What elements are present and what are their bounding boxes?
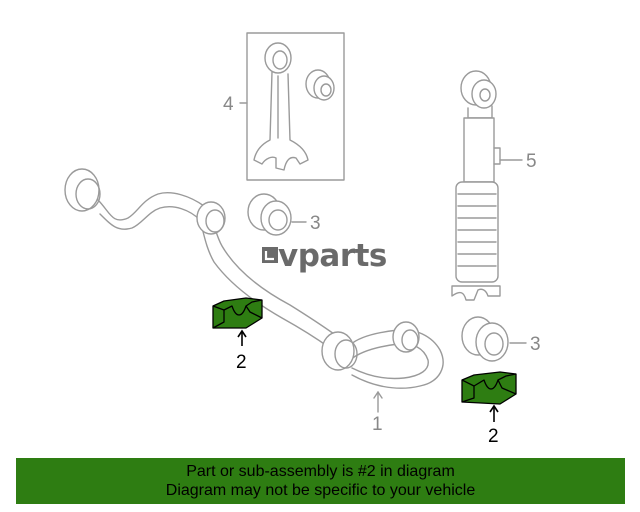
banner-line-disclaimer: Diagram may not be specific to your vehi… — [165, 482, 476, 499]
logo-mark-icon — [262, 247, 278, 263]
callout-3-upper: 3 — [310, 213, 321, 234]
callout-2-left: 2 — [236, 352, 247, 373]
bushing-lower — [461, 316, 509, 362]
callout-5: 5 — [526, 151, 537, 172]
stabilizer-bar — [64, 168, 444, 389]
info-banner: Part or sub-assembly is #2 in diagram Di… — [16, 458, 625, 504]
bracket-highlight-left — [212, 297, 263, 329]
logo-text: vparts — [278, 238, 387, 274]
bushing-upper — [247, 193, 292, 236]
arrow-2b — [489, 404, 499, 422]
stabilizer-link — [253, 42, 335, 171]
arrow-1 — [373, 391, 383, 399]
callout-4: 4 — [223, 94, 234, 115]
bracket-highlight-right — [461, 371, 517, 405]
shock-absorber — [451, 70, 501, 301]
banner-line-part: Part or sub-assembly is #2 in diagram — [186, 463, 455, 480]
callout-3-lower: 3 — [530, 334, 541, 355]
arrow-2a — [237, 329, 247, 346]
callout-2-right: 2 — [488, 426, 499, 447]
vparts-logo: vparts — [262, 238, 387, 274]
callout-1: 1 — [372, 414, 383, 435]
inset-box — [246, 32, 345, 181]
